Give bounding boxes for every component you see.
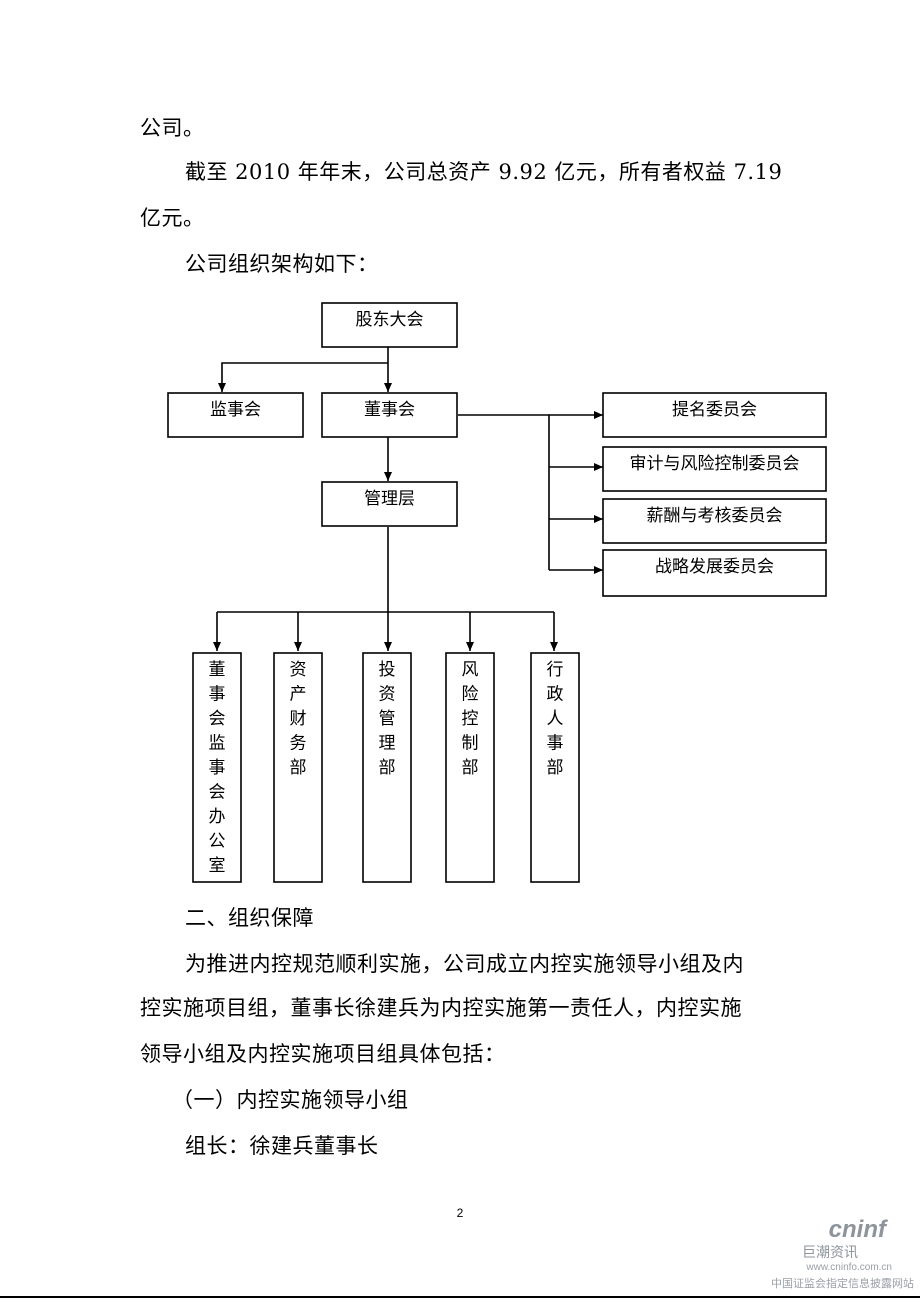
watermark-note: 中国证监会指定信息披露网站 [771,1278,914,1290]
department-5-label: 行政人事部 [547,660,564,778]
section-intro: 公司组织架构如下： [185,252,379,276]
paragraph-line: 截至 2010 年年末，公司总资产 9.92 亿元，所有者权益 7.19 [185,160,783,184]
paragraph-line: 公司。 [140,116,205,140]
department-2-box [273,652,323,883]
section-heading: 二、组织保障 [185,906,314,930]
committee-4-box [602,549,827,597]
page-number: 2 [456,1206,464,1220]
org-box-management-label: 管理层 [364,489,415,509]
committee-2-box [602,446,827,492]
committee-1-box [602,392,827,438]
department-1-box [192,652,242,883]
connector-top-supervisory [218,362,388,392]
paragraph-line: 亿元。 [140,206,205,230]
committee-3-label: 薪酬与考核委员会 [647,506,783,526]
paragraph-line: 组长：徐建兵董事长 [185,1134,379,1158]
org-box-supervisory-label: 监事会 [210,400,261,420]
paragraph-line: 控实施项目组，董事长徐建兵为内控实施第一责任人，内控实施 [140,996,742,1020]
paragraph-line: 领导小组及内控实施项目组具体包括： [140,1042,506,1066]
org-box-management-box [321,481,458,527]
department-3-box [362,652,412,883]
committee-4-label: 战略发展委员会 [655,557,774,577]
org-box-board-label: 董事会 [364,400,415,420]
watermark-name: 巨潮资讯 [802,1244,858,1260]
committee-2-label: 审计与风险控制委员会 [630,454,800,474]
connector-committee-trunk [458,414,550,570]
committee-3-box [602,498,827,544]
subsection-heading: （一）内控实施领导小组 [172,1088,409,1112]
department-3-label: 投资管理部 [379,660,396,778]
paragraph-line: 为推进内控规范顺利实施，公司成立内控实施领导小组及内 [185,952,744,976]
department-2-label: 资产财务部 [290,660,307,778]
cninfo-logo: cninf [828,1216,886,1243]
org-box-board-box [321,392,458,438]
department-5-box [530,652,580,883]
watermark-url: www.cninfo.com.cn [806,1262,892,1273]
org-box-shareholders-box [321,302,458,348]
committee-1-label: 提名委员会 [672,400,757,420]
org-box-supervisory-box [167,392,304,438]
department-4-label: 风险控制部 [462,660,479,778]
page-bottom-rule [0,1296,920,1298]
department-1-label: 董事会监事会办公室 [209,660,226,876]
org-box-shareholders-label: 股东大会 [356,310,424,330]
department-4-box [445,652,495,883]
